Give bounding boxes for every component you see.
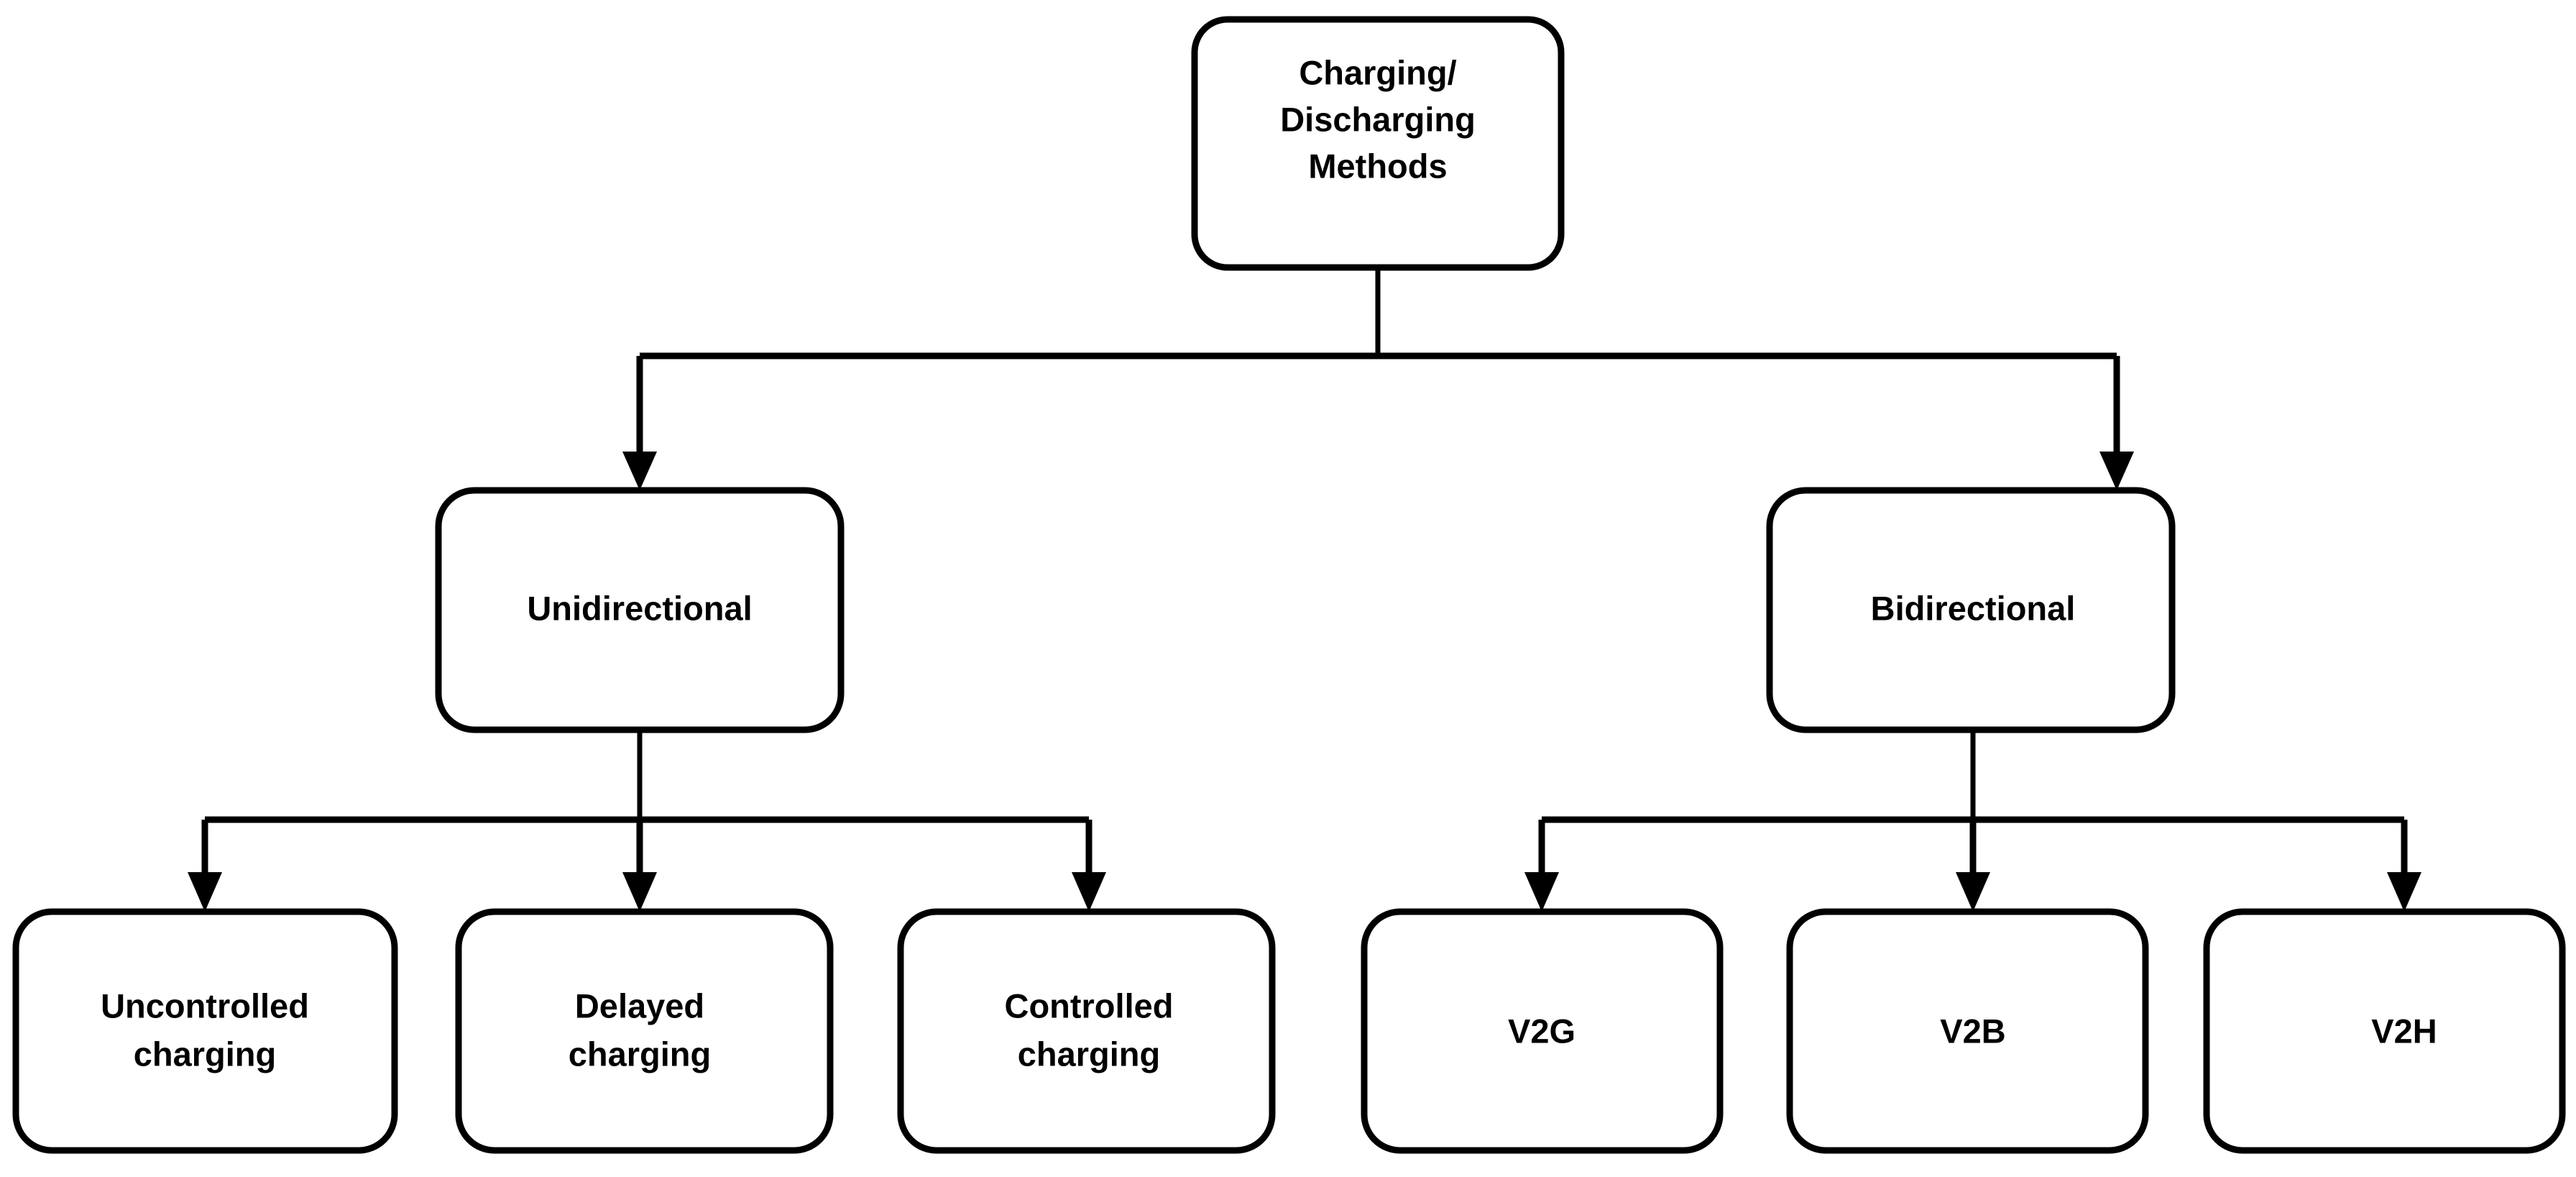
node-label-bidirectional: Bidirectional	[1871, 589, 2076, 627]
node-bidirectional[interactable]: Bidirectional	[1766, 487, 2176, 733]
node-label-delayed-charging-line1: Delayed	[575, 986, 704, 1025]
node-label-root-line2: Discharging	[1280, 100, 1476, 138]
node-box-root[interactable]	[1191, 16, 1565, 271]
node-charging-discharging-methods[interactable]: Charging/ Discharging Methods	[1191, 16, 1565, 271]
connector-group-bidirectional	[1524, 730, 2421, 912]
node-label-root-line3: Methods	[1308, 147, 1447, 185]
arrowhead-delayed-charging	[622, 872, 657, 912]
connector-group-root	[622, 267, 2134, 490]
node-label-v2g: V2G	[1508, 1012, 1576, 1050]
node-label-uncontrolled-charging-line1: Uncontrolled	[101, 986, 309, 1025]
connector-group-unidirectional	[188, 730, 1106, 912]
node-label-v2h: V2H	[2371, 1012, 2437, 1050]
arrowhead-controlled-charging	[1072, 872, 1106, 912]
arrowhead-v2b	[1956, 872, 1990, 912]
node-box-uncontrolled-charging[interactable]	[12, 908, 398, 1154]
node-v2b[interactable]: V2B	[1786, 908, 2149, 1154]
node-unidirectional[interactable]: Unidirectional	[435, 487, 845, 733]
node-label-delayed-charging-line2: charging	[569, 1035, 711, 1073]
node-label-v2b: V2B	[1940, 1012, 2005, 1050]
node-box-delayed-charging[interactable]	[455, 908, 834, 1154]
node-box-v2h[interactable]	[2203, 908, 2566, 1154]
node-label-root-line1: Charging/	[1299, 53, 1456, 91]
node-box-unidirectional[interactable]	[435, 487, 845, 733]
node-box-v2b[interactable]	[1786, 908, 2149, 1154]
node-label-controlled-charging-line1: Controlled	[1005, 986, 1174, 1025]
node-delayed-charging[interactable]: Delayed charging	[455, 908, 834, 1154]
arrowhead-bidirectional	[2099, 452, 2134, 490]
arrowhead-v2g	[1524, 872, 1559, 912]
node-box-controlled-charging[interactable]	[897, 908, 1276, 1154]
node-v2h[interactable]: V2H	[2203, 908, 2566, 1154]
node-label-unidirectional: Unidirectional	[527, 589, 752, 627]
node-label-uncontrolled-charging-line2: charging	[134, 1035, 276, 1073]
arrowhead-unidirectional	[622, 452, 657, 490]
node-uncontrolled-charging[interactable]: Uncontrolled charging	[12, 908, 398, 1154]
arrowhead-uncontrolled-charging	[188, 872, 222, 912]
node-label-controlled-charging-line2: charging	[1018, 1035, 1160, 1073]
node-box-bidirectional[interactable]	[1766, 487, 2176, 733]
arrowhead-v2h	[2387, 872, 2421, 912]
node-v2g[interactable]: V2G	[1361, 908, 1724, 1154]
node-box-v2g[interactable]	[1361, 908, 1724, 1154]
node-controlled-charging[interactable]: Controlled charging	[897, 908, 1276, 1154]
